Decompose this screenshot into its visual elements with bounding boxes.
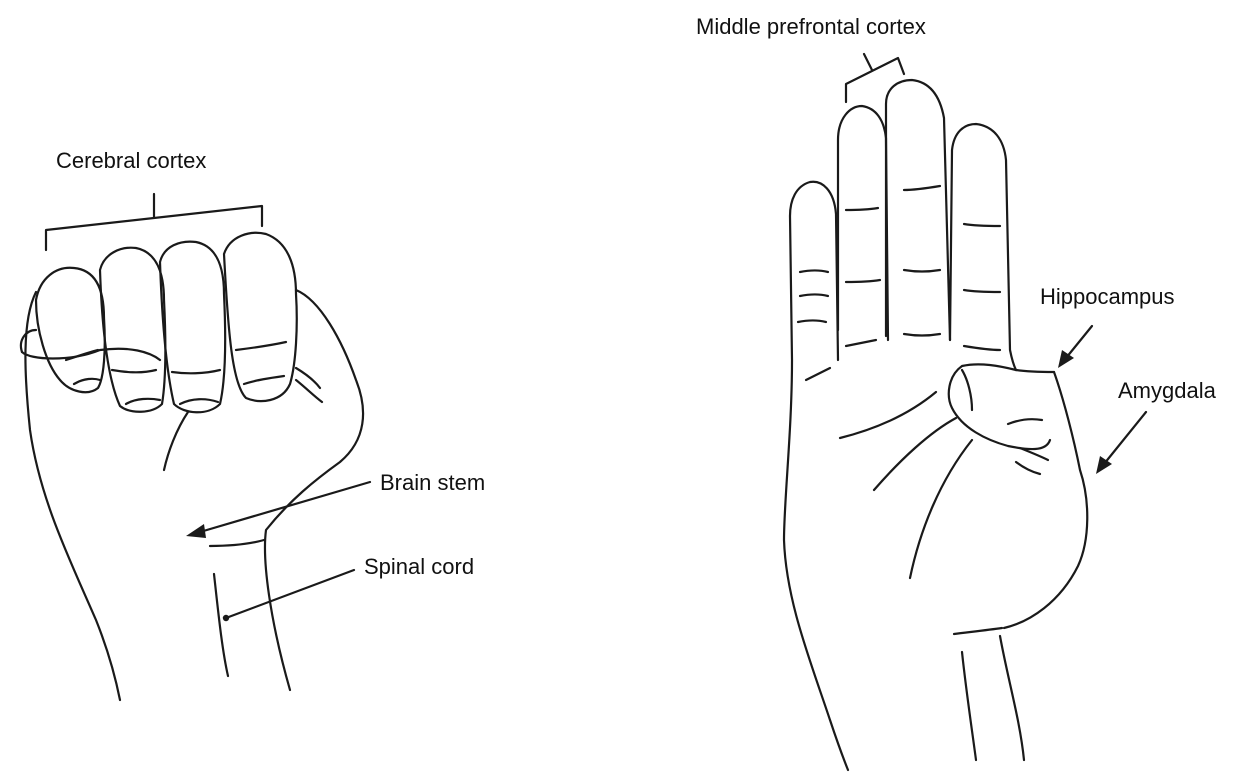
- hand-outline-right: [1004, 372, 1087, 628]
- spinal-cord-pointer: [223, 570, 354, 621]
- brain-stem-label: Brain stem: [380, 470, 485, 495]
- wrist-fold: [210, 540, 264, 546]
- knuckle-middle: [100, 248, 165, 412]
- knuckle-pinky: [224, 233, 297, 401]
- fist-thumb-edge: [22, 349, 160, 360]
- amygdala-arrow: [1096, 412, 1146, 474]
- finger-ring: [950, 124, 1016, 370]
- spinal-cord-label: Spinal cord: [364, 554, 474, 579]
- middle-prefrontal-cortex-label: Middle prefrontal cortex: [696, 14, 926, 39]
- hippocampus-arrow: [1058, 326, 1092, 368]
- spinal-cord-line: [214, 574, 228, 676]
- open-hand-illustration: [784, 80, 1087, 770]
- finger-index: [838, 106, 888, 340]
- cerebral-cortex-bracket: [46, 194, 262, 250]
- finger-middle: [886, 80, 950, 340]
- cerebral-cortex-label: Cerebral cortex: [56, 148, 206, 173]
- brain-stem-arrow: [186, 482, 370, 538]
- middle-prefrontal-bracket: [846, 54, 904, 102]
- knuckle-index: [36, 268, 105, 392]
- fist-outline-right: [265, 290, 363, 690]
- fist-illustration: [21, 233, 363, 700]
- knuckle-ring: [160, 242, 225, 413]
- amygdala-label: Amygdala: [1118, 378, 1217, 403]
- hippocampus-label: Hippocampus: [1040, 284, 1175, 309]
- tucked-thumb: [949, 364, 1050, 449]
